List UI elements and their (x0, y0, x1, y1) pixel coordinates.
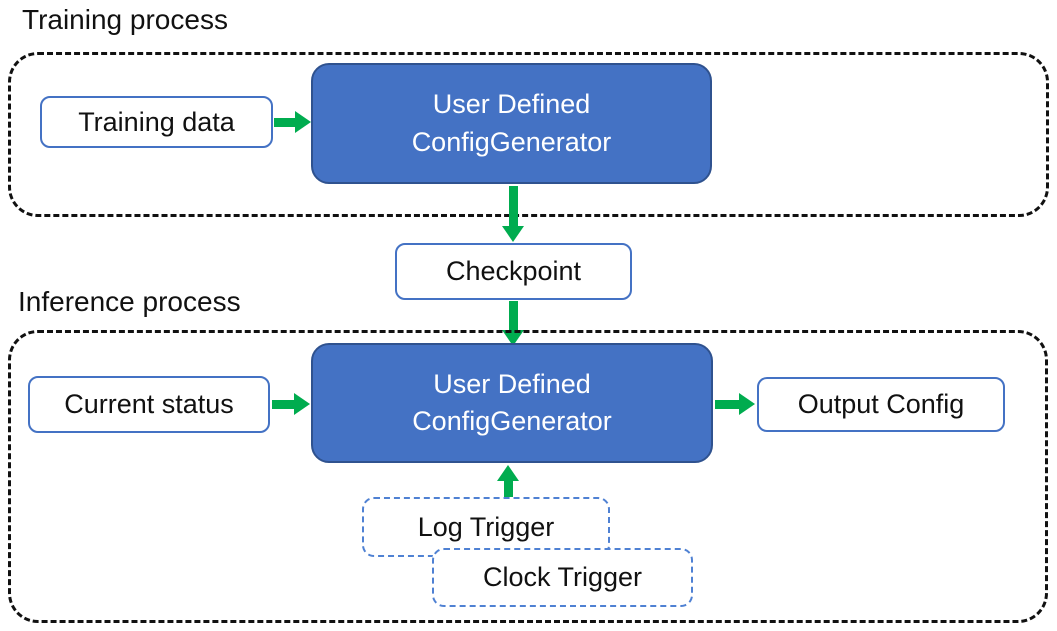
clock-trigger-node: Clock Trigger (432, 548, 693, 607)
arrow-head-icon (294, 393, 310, 415)
inference-process-label: Inference process (18, 286, 241, 317)
arrow-shaft (508, 186, 518, 226)
arrow-generator-to-output-config (715, 393, 755, 415)
arrow-head-icon (502, 226, 524, 242)
arrow-generator-to-checkpoint (502, 186, 524, 242)
inference-process-container (8, 330, 1048, 623)
training-data-node: Training data (40, 96, 273, 148)
arrow-head-icon (502, 330, 524, 346)
arrow-shaft (508, 301, 518, 330)
arrow-shaft (272, 399, 294, 409)
arrow-head-icon (739, 393, 755, 415)
current-status-node: Current status (28, 376, 270, 433)
arrow-training-data-to-generator (274, 111, 311, 133)
checkpoint-node: Checkpoint (395, 243, 632, 300)
config-generator-inference-node: User Defined ConfigGenerator (311, 343, 713, 463)
arrow-head-icon (497, 465, 519, 481)
arrow-current-status-to-generator (272, 393, 310, 415)
arrow-shaft (503, 481, 513, 497)
config-generator-inference-line2: ConfigGenerator (412, 406, 612, 436)
arrow-head-icon (295, 111, 311, 133)
arrow-shaft (715, 399, 739, 409)
config-generator-training-line1: User Defined (432, 89, 591, 120)
arrow-triggers-to-generator (497, 465, 519, 497)
output-config-node: Output Config (757, 377, 1005, 432)
arrow-checkpoint-to-generator (502, 301, 524, 346)
training-process-label: Training process (22, 4, 228, 35)
config-generator-inference-line1: User Defined (433, 368, 591, 399)
config-generator-training-node: User Defined ConfigGenerator (311, 63, 712, 184)
config-generator-training-line2: ConfigGenerator (411, 126, 612, 157)
arrow-shaft (274, 117, 295, 127)
training-process-container (8, 52, 1049, 217)
